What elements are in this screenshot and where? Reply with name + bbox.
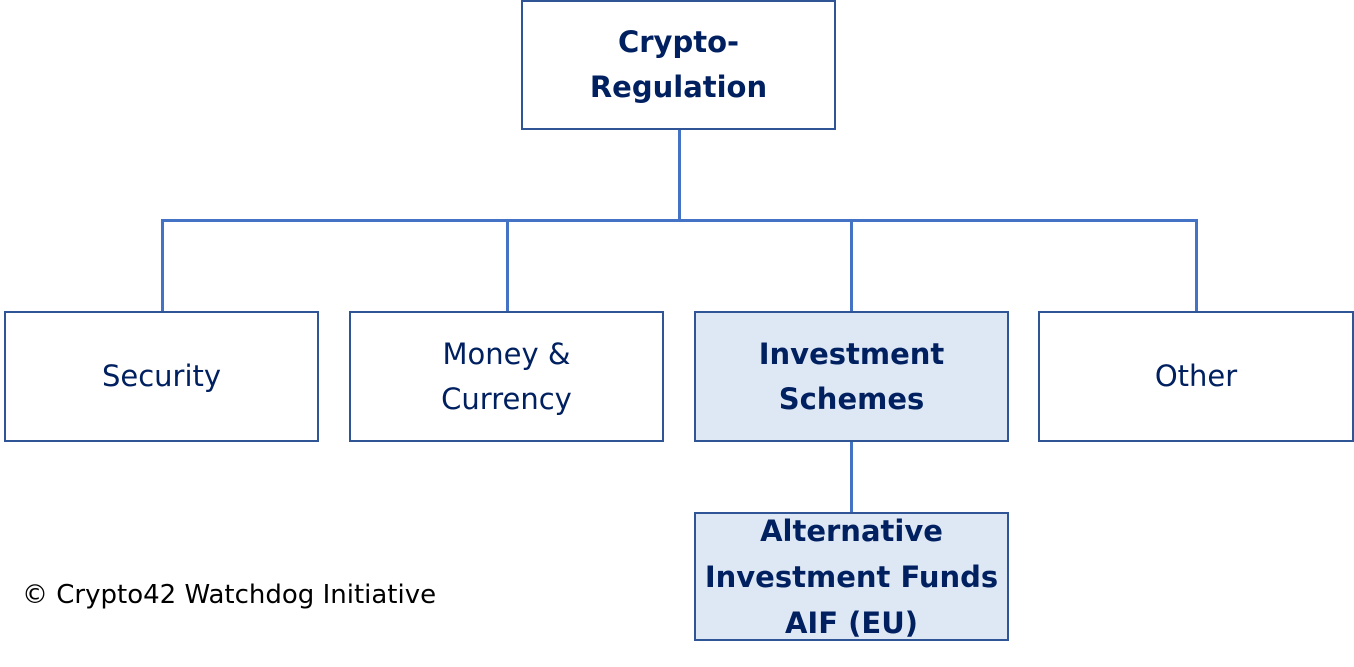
node-other: Other <box>1038 311 1354 442</box>
connector-horizontal <box>161 219 1198 222</box>
money-line1: Money & <box>442 336 571 371</box>
connector-root-down <box>678 129 681 221</box>
security-label: Security <box>101 359 222 393</box>
copyright-notice: © Crypto42 Watchdog Initiative <box>22 580 437 610</box>
connector-aif <box>850 441 853 513</box>
aif-line3: AIF (EU) <box>784 605 918 640</box>
node-money-currency: Money & Currency <box>349 311 664 442</box>
other-label: Other <box>1154 359 1238 393</box>
investment-line2: Schemes <box>778 381 925 416</box>
node-security: Security <box>4 311 319 442</box>
root-line2: Regulation <box>589 70 768 104</box>
root-line1: Crypto- <box>617 25 740 59</box>
connector-security <box>161 219 164 312</box>
connector-other <box>1195 219 1198 312</box>
aif-line1: Alternative <box>760 513 943 548</box>
aif-line2: Investment Funds <box>704 559 999 594</box>
connector-money <box>506 219 509 312</box>
investment-line1: Investment <box>758 336 945 371</box>
connector-investment <box>850 219 853 312</box>
money-line2: Currency <box>441 381 572 416</box>
node-crypto-regulation: Crypto- Regulation <box>521 0 836 130</box>
